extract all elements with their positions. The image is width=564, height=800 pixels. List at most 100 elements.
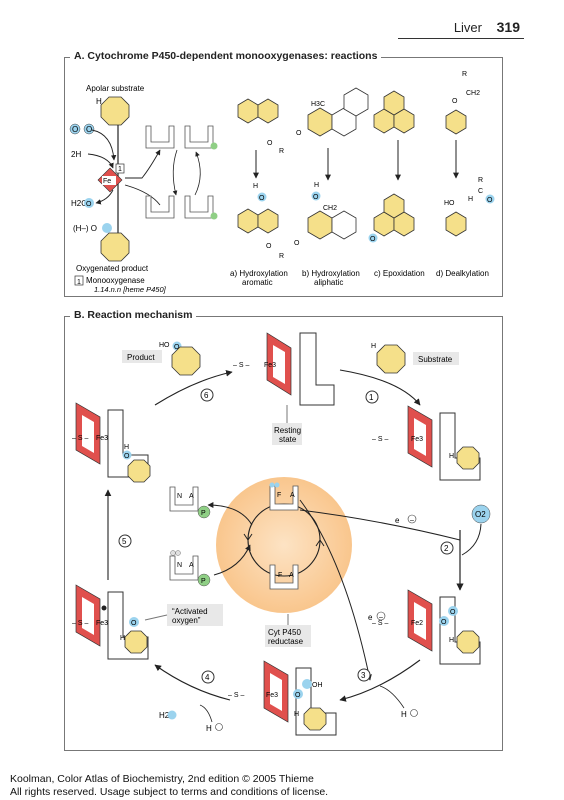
page-number: 319 [496, 19, 520, 35]
px-fe: Fe3 [266, 692, 278, 699]
hplus-step4: H [206, 724, 212, 733]
oh-product-label: (H–) O [73, 224, 97, 233]
d-sub-r: R [462, 71, 467, 78]
ao-h: H [120, 635, 125, 642]
footer-license: All rights reserved. Usage subject to te… [10, 786, 329, 798]
caption-c: c) Epoxidation [374, 269, 425, 278]
px-s: – S – [228, 692, 244, 699]
substrate-label-box [413, 352, 459, 365]
step-1-box [115, 163, 125, 174]
ob-o2: O [450, 609, 456, 616]
reductase-label-2: reductase [268, 637, 304, 646]
ob-h: H [449, 637, 454, 644]
svg-text:–: – [410, 517, 414, 524]
free-product-ho: HO [159, 342, 170, 349]
substrate-label: Substrate [418, 355, 453, 364]
fad-f-bottom: F [278, 572, 282, 579]
b-prod-h: H [314, 182, 319, 189]
b-prod-o2: O [294, 240, 300, 247]
a-prod-o2: O [266, 243, 272, 250]
step-3: 3 [361, 671, 366, 680]
o2-bubble [471, 504, 491, 524]
caption-a-line2: aromatic [242, 278, 273, 287]
ao-s: – S – [72, 620, 88, 627]
heme-activated-oxygen: – S – Fe3 O H [72, 584, 149, 660]
b-prod-o: O [313, 194, 319, 201]
px-o1: O [295, 692, 301, 699]
nadp-a-top: A [189, 493, 194, 500]
apolar-substrate-label: Apolar substrate [86, 84, 145, 93]
d-prod-ho: HO [444, 200, 455, 207]
activated-oxygen-2: oxygen” [172, 616, 201, 625]
enzyme-number-box [74, 275, 84, 286]
pb-h: H [124, 444, 129, 451]
caption-d: d) Dealkylation [436, 269, 489, 278]
sb-h: H [449, 453, 454, 460]
step-4: 4 [205, 673, 210, 682]
pb-fe: Fe3 [96, 435, 108, 442]
nadp-p-top: P [201, 510, 206, 517]
reductase-disc [216, 477, 352, 613]
h2o-product-label: H2O [71, 199, 87, 208]
o2-o-right: O [86, 125, 92, 134]
fad-a-top: A [290, 492, 295, 499]
free-substrate-h: H [371, 343, 376, 350]
step-1-number: 1 [118, 166, 122, 173]
pb-o: O [124, 453, 130, 460]
nadph-a: A [189, 562, 194, 569]
ob-o1: O [441, 619, 447, 626]
svg-text:–: – [379, 614, 383, 621]
d-prod-r: R [478, 177, 483, 184]
page-header: Liver 319 [0, 18, 564, 40]
header-rule [398, 38, 524, 39]
ob-fe: Fe2 [411, 620, 423, 627]
h-label: H [96, 97, 102, 106]
hplus-step3: H [401, 710, 407, 719]
free-product-o: O [174, 344, 180, 351]
fad-a-bottom: A [289, 572, 294, 579]
heme-o2-bound: – S – Fe2 OO H [372, 589, 481, 665]
px-oh: OH [312, 682, 323, 689]
sb-s: – S – [372, 436, 388, 443]
fad-p-dot-top [210, 142, 218, 150]
reductase-label-1: Cyt P450 [268, 628, 301, 637]
d-sub-ch2: CH2 [466, 90, 480, 97]
heme-product-bound: – S – Fe3 H O [72, 402, 151, 483]
chapter-title: Liver [453, 20, 482, 35]
a-prod-o: O [259, 195, 265, 202]
o2-label: O2 [475, 510, 486, 519]
nadp-n-top: N [177, 493, 182, 500]
rest-s: – S – [233, 362, 249, 369]
d-prod-c: C [478, 188, 483, 195]
substrate-octagon [100, 96, 130, 126]
ao-o: O [131, 620, 137, 627]
e-label-top: e [395, 516, 400, 525]
d-prod-h: H [468, 196, 473, 203]
h2o-release: H2O [159, 711, 175, 720]
pb-s: – S – [72, 435, 88, 442]
footer-copyright: Koolman, Color Atlas of Biochemistry, 2n… [10, 773, 314, 785]
step-6: 6 [204, 391, 209, 400]
px-h: H [294, 711, 299, 718]
o2-o-left: O [72, 125, 78, 134]
activated-oxygen-1: “Activated [172, 607, 208, 616]
resting-state-1: Resting [274, 426, 301, 435]
ob-s: – S – [372, 620, 388, 627]
fad-f-top: F [277, 492, 281, 499]
step-1: 1 [369, 393, 374, 402]
footer: Koolman, Color Atlas of Biochemistry, 2n… [10, 773, 328, 799]
resting-state-2: state [279, 435, 297, 444]
ao-fe: Fe3 [96, 620, 108, 627]
product-label-box [122, 350, 162, 363]
e-label-bottom: e [368, 613, 373, 622]
fad-p-dot-bottom [210, 212, 218, 220]
step-5: 5 [122, 537, 127, 546]
a-prod-h: H [253, 183, 258, 190]
a-prod-r: R [279, 253, 284, 260]
nadph-n: N [177, 562, 182, 569]
product-octagon [100, 232, 130, 262]
heme-resting: – S –Fe3 [233, 332, 335, 406]
oxygenated-product-label: Oxygenated product [76, 264, 149, 273]
